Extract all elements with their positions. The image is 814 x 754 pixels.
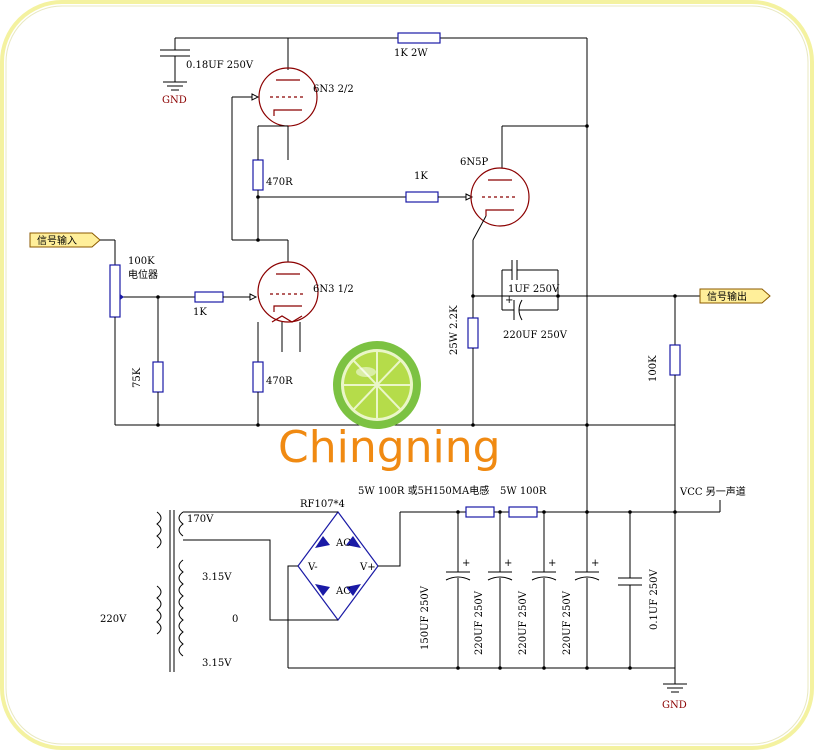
cap-220uf-a: + 220UF 250V xyxy=(474,512,512,668)
resistor-470r-top: 470R xyxy=(252,159,293,191)
pot-value-label: 100K xyxy=(128,256,155,267)
transformer: 170V 3.15V 0 3.15V 220V xyxy=(100,510,238,672)
input-port-label: 信号输入 xyxy=(37,234,77,247)
svg-text:+: + xyxy=(462,558,470,569)
tube-6n3-1-2: 6N3 1/2 xyxy=(257,261,354,323)
vcc-label: VCC 另一声道 xyxy=(679,485,746,498)
output-port-label: 信号输出 xyxy=(707,290,747,303)
bridge-vplus: V+ xyxy=(359,562,376,573)
cap-220uf-coupling: + 220UF 250V xyxy=(501,295,568,341)
cap-1uf: 1UF 250V xyxy=(501,260,560,296)
cap-220uf-plus: + xyxy=(505,295,513,306)
tube-6n3-1-2-label: 6N3 1/2 xyxy=(313,284,354,295)
resistor-1k-mid: 1K xyxy=(405,171,439,203)
bridge-vminus: V- xyxy=(307,562,318,573)
resistor-25w-2.2k-label: 25W 2.2K xyxy=(449,305,460,355)
cap-0.18uf-label: 0.18UF 250V xyxy=(186,60,254,71)
resistor-25w-2.2k: 25W 2.2K xyxy=(449,305,479,355)
cap-220uf-c-label: 220UF 250V xyxy=(562,590,573,655)
cap-0.18uf: 0.18UF 250V xyxy=(160,38,254,82)
cap-220uf-a-label: 220UF 250V xyxy=(474,590,485,655)
xf-3.15v-a-label: 3.15V xyxy=(202,572,232,583)
ground-symbol-top: GND xyxy=(162,81,187,106)
resistor-75k: 75K xyxy=(132,361,164,393)
resistor-470r-bottom-label: 470R xyxy=(266,376,293,387)
gnd-top-label: GND xyxy=(162,95,187,106)
cap-220uf-label: 220UF 250V xyxy=(503,330,568,341)
cap-220uf-b: + 220UF 250V xyxy=(518,512,556,668)
cap-0.1uf: 0.1UF 250V xyxy=(618,512,660,668)
logo-text: Chingning xyxy=(278,422,501,473)
resistor-1k-grid: 1K xyxy=(193,291,224,318)
resistor-470r-bottom: 470R xyxy=(252,361,293,393)
tube-6n5p-label: 6N5P xyxy=(460,157,488,168)
cap-0.1uf-label: 0.1UF 250V xyxy=(649,568,660,630)
resistor-1k-2w-label: 1K 2W xyxy=(394,48,428,59)
xf-220v-label: 220V xyxy=(100,614,127,625)
cap-150uf-label: 150UF 250V xyxy=(420,585,431,650)
svg-text:+: + xyxy=(548,558,556,569)
xf-0-label: 0 xyxy=(232,614,238,625)
svg-text:+: + xyxy=(591,558,599,569)
tube-6n3-2-2-label: 6N3 2/2 xyxy=(313,84,354,95)
xf-170v-label: 170V xyxy=(187,514,214,525)
resistor-100k-label: 100K xyxy=(648,355,659,382)
output-port[interactable]: 信号输出 xyxy=(699,288,771,304)
xf-3.15v-b-label: 3.15V xyxy=(202,658,232,669)
cap-150uf: + 150UF 250V xyxy=(420,512,470,668)
ground-symbol-bottom: GND xyxy=(662,683,687,711)
input-port[interactable]: 信号输入 xyxy=(29,232,101,248)
cap-220uf-b-label: 220UF 250V xyxy=(518,590,529,655)
resistor-1k-2w: 1K 2W xyxy=(394,32,441,59)
potentiometer-100k: 100K 电位器 xyxy=(109,256,158,318)
tube-6n5p: 6N5P xyxy=(460,157,530,227)
resistor-5w-100r-b xyxy=(508,506,538,518)
pot-name-label: 电位器 xyxy=(128,268,158,281)
lime-logo xyxy=(333,341,421,429)
cap-220uf-c: + 220UF 250V xyxy=(562,512,599,668)
resistor-1k-grid-label: 1K xyxy=(193,307,207,318)
resistor-1k-mid-label: 1K xyxy=(414,171,428,182)
bridge-label: RF107*4 xyxy=(300,499,345,510)
tube-6n3-2-2: 6N3 2/2 xyxy=(258,67,354,127)
cap-1uf-label: 1UF 250V xyxy=(508,284,560,295)
bridge-rectifier: AC AC V- V+ xyxy=(297,510,379,622)
svg-text:+: + xyxy=(504,558,512,569)
bridge-ac-top: AC xyxy=(335,538,351,549)
gnd-bottom-label: GND xyxy=(662,700,687,711)
resistor-470r-top-label: 470R xyxy=(266,177,293,188)
resistor-5w-100r-a xyxy=(465,506,495,518)
bridge-ac-bottom: AC xyxy=(335,586,351,597)
res-5w-100r-b-label: 5W 100R xyxy=(500,486,547,497)
res-5w-100r-a-label: 5W 100R 或5H150MA电感 xyxy=(358,484,489,497)
resistor-75k-label: 75K xyxy=(132,367,143,388)
